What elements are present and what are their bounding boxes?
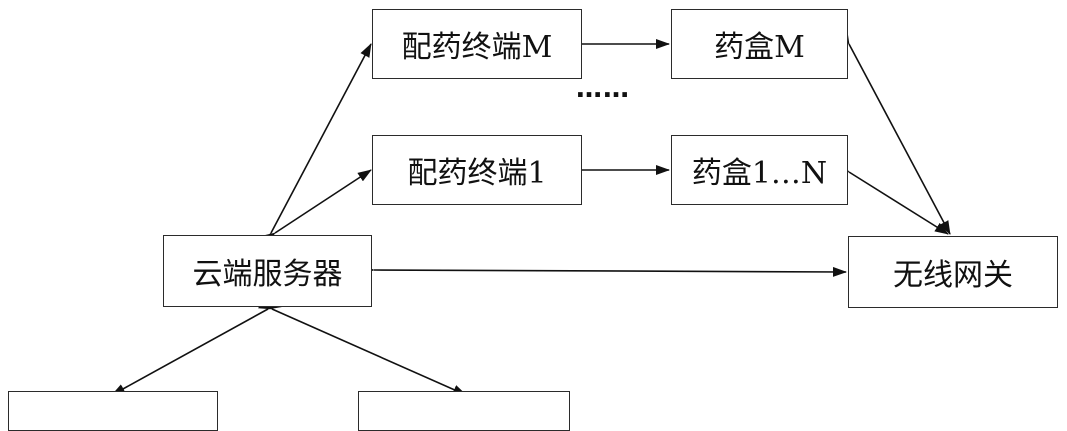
arrow-box-m-gateway [838,30,951,235]
node-label: 药盒M [714,30,805,65]
node-dispensing-terminal-1: 配药终端1 [372,135,582,205]
node-pill-box-1-n: 药盒1…N [671,135,848,205]
node-cloud-server: 云端服务器 [163,235,372,307]
node-label: 配药终端1 [407,156,547,191]
node-pill-box-m: 药盒M [671,9,848,79]
arrow-cloud-bottom-left [111,298,282,396]
node-label: 云端服务器 [192,257,343,292]
node-label: 无线网关 [893,258,1013,293]
node-label: 配药终端M [401,30,553,65]
node-bottom-left [8,391,218,431]
connector-layer [111,30,951,396]
arrow-box-1-gateway [835,160,949,235]
ellipsis-more-terminals: …… [576,74,630,104]
arrow-cloud-gateway [360,264,847,277]
arrow-cloud-cfg-1 [261,169,372,245]
arrow-cloud-bottom-right [258,299,467,396]
system-architecture-diagram: 配药终端M 药盒M …… 配药终端1 药盒1…N 云端服务器 无线网关 [8,9,1058,431]
arrow-cloud-cfg-m [260,43,372,247]
node-wireless-gateway: 无线网关 [848,236,1058,308]
node-bottom-right [358,391,570,431]
node-label: 药盒1…N [691,156,828,191]
node-dispensing-terminal-m: 配药终端M [372,9,582,79]
